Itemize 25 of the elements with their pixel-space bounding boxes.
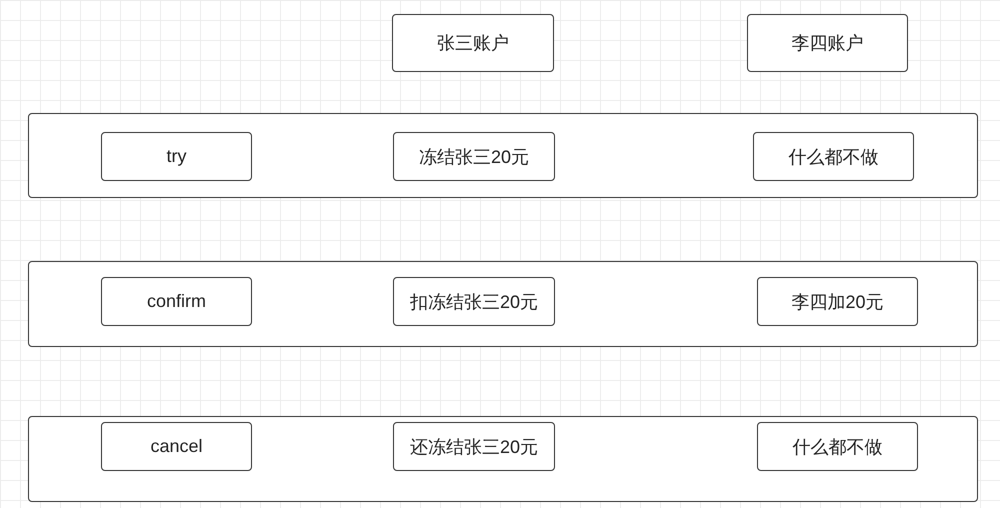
band-box bbox=[28, 416, 978, 502]
process-box bbox=[101, 132, 252, 181]
process-box bbox=[392, 14, 554, 72]
process-box bbox=[393, 132, 555, 181]
box-label: try bbox=[166, 146, 186, 167]
box-label: confirm bbox=[146, 291, 206, 312]
box-label: 李四加20元 bbox=[791, 290, 884, 314]
band-box bbox=[28, 113, 978, 198]
process-box bbox=[393, 277, 555, 326]
process-box bbox=[101, 277, 252, 326]
process-box bbox=[757, 277, 918, 326]
process-box bbox=[101, 422, 252, 471]
process-box bbox=[753, 132, 914, 181]
band-box bbox=[28, 261, 978, 347]
box-label: 李四账户 bbox=[792, 32, 864, 55]
box-label: cancel bbox=[150, 436, 203, 457]
box-label: 什么都不做 bbox=[788, 146, 878, 168]
box-label: 什么都不做 bbox=[792, 436, 882, 458]
box-label: 扣冻结张三20元 bbox=[410, 290, 538, 314]
process-box bbox=[757, 422, 918, 471]
process-box bbox=[393, 422, 555, 471]
box-label: 还冻结张三20元 bbox=[410, 436, 538, 458]
process-box bbox=[747, 14, 908, 72]
box-label: 张三账户 bbox=[437, 32, 509, 55]
box-label: 冻结张三20元 bbox=[418, 146, 530, 168]
